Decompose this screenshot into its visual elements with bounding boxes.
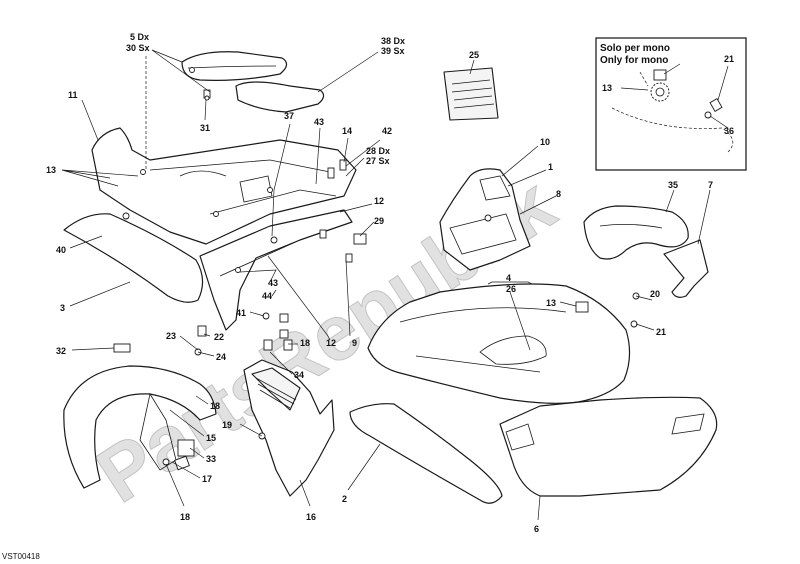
label-42: 42: [382, 126, 392, 136]
inner-front-panel-part: [243, 359, 335, 497]
label-16: 16: [306, 512, 316, 522]
label-33: 33: [206, 454, 216, 464]
side-strip-part: [235, 81, 325, 113]
label-22: 22: [214, 332, 224, 342]
label-13c: 13: [602, 83, 612, 93]
seat-cowl-part: [181, 51, 288, 81]
label-13a: 13: [46, 165, 56, 175]
inset-title-it: Solo per mono: [600, 43, 670, 54]
label-15: 15: [206, 433, 216, 443]
label-23: 23: [166, 331, 176, 341]
label-12b: 12: [326, 338, 336, 348]
drawing-code: VST00418: [2, 552, 40, 561]
label-32: 32: [56, 346, 66, 356]
label-12: 12: [374, 196, 384, 206]
label-38dx: 38 Dx: [381, 36, 405, 46]
label-7: 7: [708, 180, 713, 190]
label-25: 25: [469, 50, 479, 60]
clip-part: [353, 233, 367, 245]
undertray-part: [199, 209, 353, 331]
bracket-part: [583, 205, 689, 260]
mudguard-clip-part: [113, 343, 131, 353]
bracket-small-part: [663, 239, 709, 298]
label-24: 24: [216, 352, 226, 362]
label-27sx: 27 Sx: [366, 156, 390, 166]
label-43a: 43: [314, 117, 324, 127]
label-37: 37: [284, 111, 294, 121]
label-6: 6: [534, 524, 539, 534]
label-31: 31: [200, 123, 210, 133]
label-19: 19: [222, 420, 232, 430]
label-35: 35: [668, 180, 678, 190]
inset-box: [595, 37, 747, 171]
label-26: 26: [506, 284, 516, 294]
label-18a: 18: [300, 338, 310, 348]
inset-title-en: Only for mono: [600, 55, 668, 66]
side-fairing-panel-part: [439, 168, 531, 271]
label-28dx: 28 Dx: [366, 146, 390, 156]
label-41: 41: [236, 308, 246, 318]
label-5dx: 5 Dx: [130, 32, 149, 42]
decal-sheet-part: [443, 67, 499, 121]
label-9: 9: [352, 338, 357, 348]
label-39sx: 39 Sx: [381, 46, 405, 56]
belly-pan-part: [499, 396, 718, 497]
lower-tail-panel-part: [63, 212, 204, 303]
label-30sx: 30 Sx: [126, 43, 150, 53]
label-21b: 21: [656, 327, 666, 337]
part-labels: 5 Dx 30 Sx 38 Dx 39 Sx 25 11 13 31 37 43…: [46, 32, 734, 534]
label-17: 17: [202, 474, 212, 484]
label-43b: 43: [268, 278, 278, 288]
tail-section-part: [91, 127, 357, 245]
label-18b: 18: [210, 401, 220, 411]
label-4: 4: [506, 273, 511, 283]
label-44: 44: [262, 291, 272, 301]
leader-lines: [61, 49, 711, 521]
label-14: 14: [342, 126, 352, 136]
side-belly-panel-part: [349, 403, 503, 504]
front-mudguard-part: [63, 365, 217, 489]
label-20: 20: [650, 289, 660, 299]
fasteners-group: [162, 89, 640, 471]
label-2: 2: [342, 494, 347, 504]
label-21a: 21: [724, 54, 734, 64]
label-11: 11: [68, 90, 78, 100]
label-8: 8: [556, 189, 561, 199]
label-29: 29: [374, 216, 384, 226]
label-18c: 18: [180, 512, 190, 522]
label-36: 36: [724, 126, 734, 136]
label-13b: 13: [546, 298, 556, 308]
gear-nut-icon: [650, 69, 670, 102]
label-34: 34: [294, 370, 304, 380]
label-1: 1: [548, 162, 553, 172]
main-fairing-part: [367, 283, 631, 404]
label-40: 40: [56, 245, 66, 255]
label-10: 10: [540, 137, 550, 147]
inset-screw-icon: [704, 98, 723, 119]
label-3: 3: [60, 303, 65, 313]
